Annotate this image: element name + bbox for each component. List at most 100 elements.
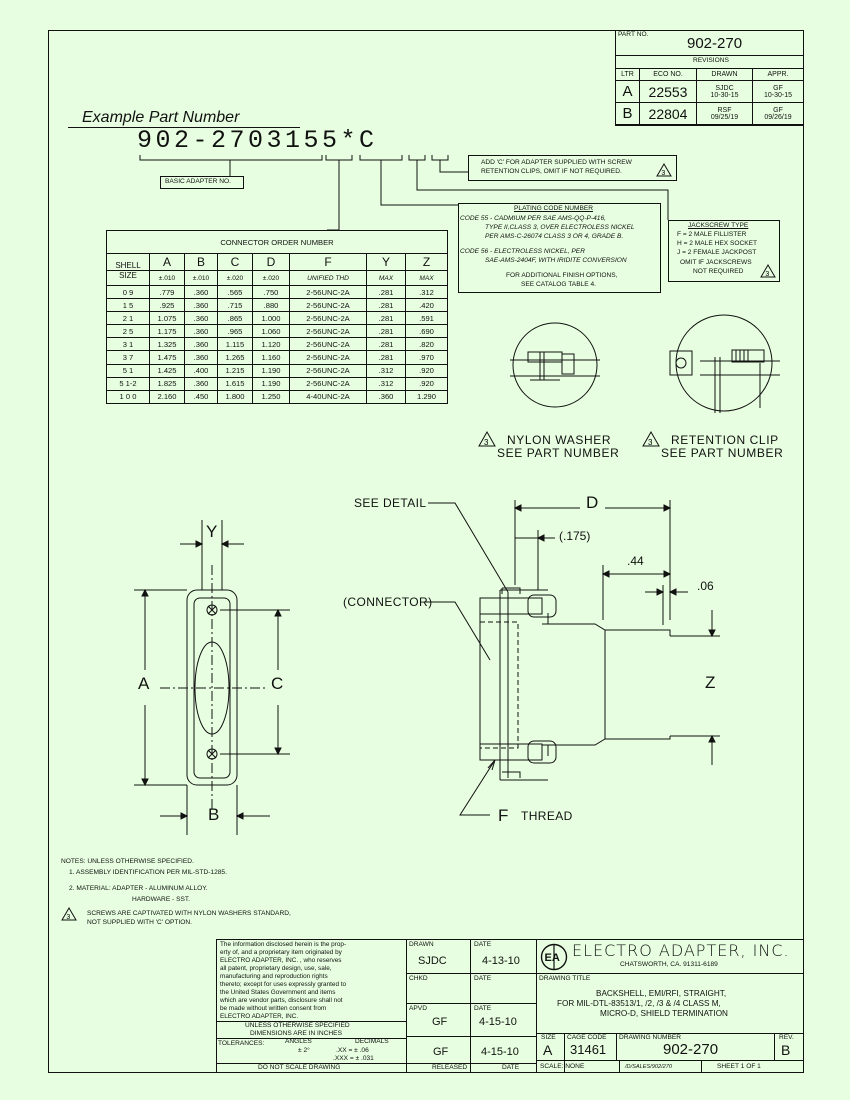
- side-view-drawing: [459, 500, 720, 816]
- dim-06-label: .06: [697, 579, 714, 593]
- note-2a: 2. MATERIAL: ADAPTER - ALUMINUM ALLOY.: [69, 885, 208, 892]
- released-date: 4-15-10: [481, 1046, 519, 1058]
- svg-text:3: 3: [66, 914, 70, 921]
- dim-f-label: F: [498, 806, 509, 825]
- apvd-by: GF: [432, 1016, 448, 1028]
- proprietary-line: erty of, and a proprietary item originat…: [220, 949, 342, 956]
- nylon-flag-icon: 3: [478, 431, 496, 447]
- svg-text:3: 3: [648, 438, 653, 447]
- angles-value: ± 2°: [298, 1047, 310, 1054]
- dim-z-label: Z: [705, 673, 716, 692]
- drawn-by: SJDC: [418, 955, 447, 967]
- jackscrew-box: [668, 220, 780, 282]
- add-c-note-box: [468, 155, 677, 181]
- cage-label: CAGE CODE: [567, 1034, 607, 1041]
- example-part-number: 902-2703155*C: [137, 126, 378, 155]
- proprietary-line: thereto; except for uses expressly grant…: [220, 981, 347, 988]
- dim-a-label: A: [138, 674, 150, 693]
- apvd-date: 4-15-10: [479, 1016, 517, 1028]
- front-view-drawing: [134, 520, 290, 835]
- plating-line: TYPE II,CLASS 3, OVER ELECTROLESS NICKEL: [485, 224, 635, 231]
- rev-label: REV.: [779, 1034, 794, 1041]
- company-name: ELECTRO ADAPTER, INC.: [572, 941, 790, 960]
- add-c-note-2: RETENTION CLIPS, OMIT IF NOT REQUIRED.: [481, 168, 622, 175]
- plating-title: PLATING CODE NUMBER: [514, 205, 594, 212]
- jackscrew-line: NOT REQUIRED: [693, 268, 744, 275]
- released-label: RELEASED: [432, 1064, 468, 1071]
- jackscrew-line: H = 2 MALE HEX SOCKET: [677, 240, 758, 247]
- dwg-no-label: DRAWING NUMBER: [619, 1034, 682, 1041]
- dwg-no-value: 902-270: [663, 1041, 719, 1058]
- plating-line: SEE CATALOG TABLE 4.: [521, 281, 596, 288]
- add-c-note-1: ADD 'C' FOR ADAPTER SUPPLIED WITH SCREW: [481, 159, 632, 166]
- drawing-title-line-2: FOR MIL-DTL-83513/1, /2, /3 & /4 CLASS M…: [557, 999, 721, 1008]
- plating-code-box: [458, 203, 661, 293]
- nylon-washer-title: NYLON WASHER: [507, 433, 612, 447]
- notes-heading: NOTES: UNLESS OTHERWISE SPECIFIED.: [61, 858, 194, 865]
- drawing-title-line-1: BACKSHELL, EMI/RFI, STRAIGHT,: [596, 989, 727, 998]
- revisions-label: REVISIONS: [693, 57, 729, 64]
- dims-label: DIMENSIONS ARE IN INCHES: [250, 1030, 342, 1037]
- drawn-date: 4-13-10: [482, 955, 520, 967]
- nylon-washer-sub: SEE PART NUMBER: [497, 446, 620, 460]
- xx-tolerance: .XX = ± .06: [336, 1047, 369, 1054]
- rev-value: B: [781, 1042, 791, 1058]
- note-3a: SCREWS ARE CAPTIVATED WITH NYLON WASHERS…: [87, 910, 291, 917]
- detail-nylon-washer: [510, 322, 600, 408]
- tolerances-label: TOLERANCES:: [218, 1040, 265, 1047]
- dim-c-label: C: [271, 674, 284, 693]
- jackscrew-title: JACKSCREW TYPE: [688, 222, 749, 229]
- title-block: [216, 939, 804, 1073]
- released-date-label: DATE: [502, 1064, 520, 1071]
- dim-d-label: D: [586, 493, 599, 512]
- xxx-tolerance: .XXX = ± .031: [333, 1055, 374, 1062]
- part-number-block: PART NO. 902-270 REVISIONS LTR ECO NO. D…: [615, 30, 804, 126]
- unless-label: UNLESS OTHERWISE SPECIFIED: [245, 1022, 350, 1029]
- drawing-title-line-3: MICRO-D, SHIELD TERMINATION: [600, 1009, 728, 1018]
- dim-44-label: .44: [627, 554, 644, 568]
- do-not-scale: DO NOT SCALE DRAWING: [258, 1064, 341, 1071]
- drawn-label: DRAWN: [409, 941, 434, 948]
- company-address: CHATSWORTH, CA. 91311-6189: [620, 961, 718, 968]
- example-heading: Example Part Number: [82, 109, 240, 126]
- part-no-value: 902-270: [687, 35, 743, 52]
- svg-text:3: 3: [661, 170, 665, 177]
- note-1: 1. ASSEMBLY IDENTIFICATION PER MIL-STD-1…: [69, 869, 227, 876]
- proprietary-notice: The information disclosed herein is the …: [220, 941, 346, 1021]
- proprietary-line: manufacturing and reproduction rights: [220, 973, 328, 980]
- plating-line: PER AMS-C-26074 CLASS 3 OR 4, GRADE B.: [485, 233, 624, 240]
- svg-text:EA: EA: [545, 952, 560, 964]
- clip-flag-icon: 3: [642, 431, 660, 447]
- retention-clip-title: RETENTION CLIP: [671, 433, 779, 447]
- proprietary-line: The information disclosed herein is the …: [220, 941, 347, 948]
- connector-order-table: CONNECTOR ORDER NUMBER SHELL A B C D F Y…: [106, 230, 448, 404]
- plating-line: CODE 55 - CADMIUM PER SAE AMS-QQ-P-416,: [460, 215, 606, 222]
- dim-y-label: Y: [206, 522, 218, 541]
- angles-label: ANGLES: [285, 1038, 312, 1045]
- drawing-title-label: DRAWING TITLE: [539, 975, 591, 982]
- jackscrew-line: F = 2 MALE FILLISTER: [677, 231, 747, 238]
- chkd-date-label: DATE: [474, 975, 492, 982]
- proprietary-line: be made without written consent from: [220, 1005, 327, 1012]
- decimals-label: DECIMALS: [355, 1038, 389, 1045]
- note-flag-icon: 3: [656, 163, 672, 177]
- note-3-flag-icon: 3: [61, 907, 77, 921]
- basic-adapter-label: BASIC ADAPTER NO.: [165, 178, 231, 185]
- basic-adapter-label-box: [160, 176, 244, 189]
- released-by: GF: [433, 1046, 449, 1058]
- order-table-title: CONNECTOR ORDER NUMBER: [106, 230, 448, 254]
- chkd-label: CHKD: [409, 975, 428, 982]
- proprietary-line: ELECTRO ADAPTER, INC. , who reserves: [220, 957, 342, 964]
- drawn-date-label: DATE: [474, 941, 492, 948]
- thread-label: THREAD: [521, 809, 573, 823]
- plating-line: CODE 56 - ELECTROLESS NICKEL, PER: [460, 248, 585, 255]
- svg-text:3: 3: [484, 438, 489, 447]
- note-2b: HARDWARE - SST.: [132, 896, 191, 903]
- retention-clip-sub: SEE PART NUMBER: [661, 446, 784, 460]
- svg-text:3: 3: [765, 271, 769, 278]
